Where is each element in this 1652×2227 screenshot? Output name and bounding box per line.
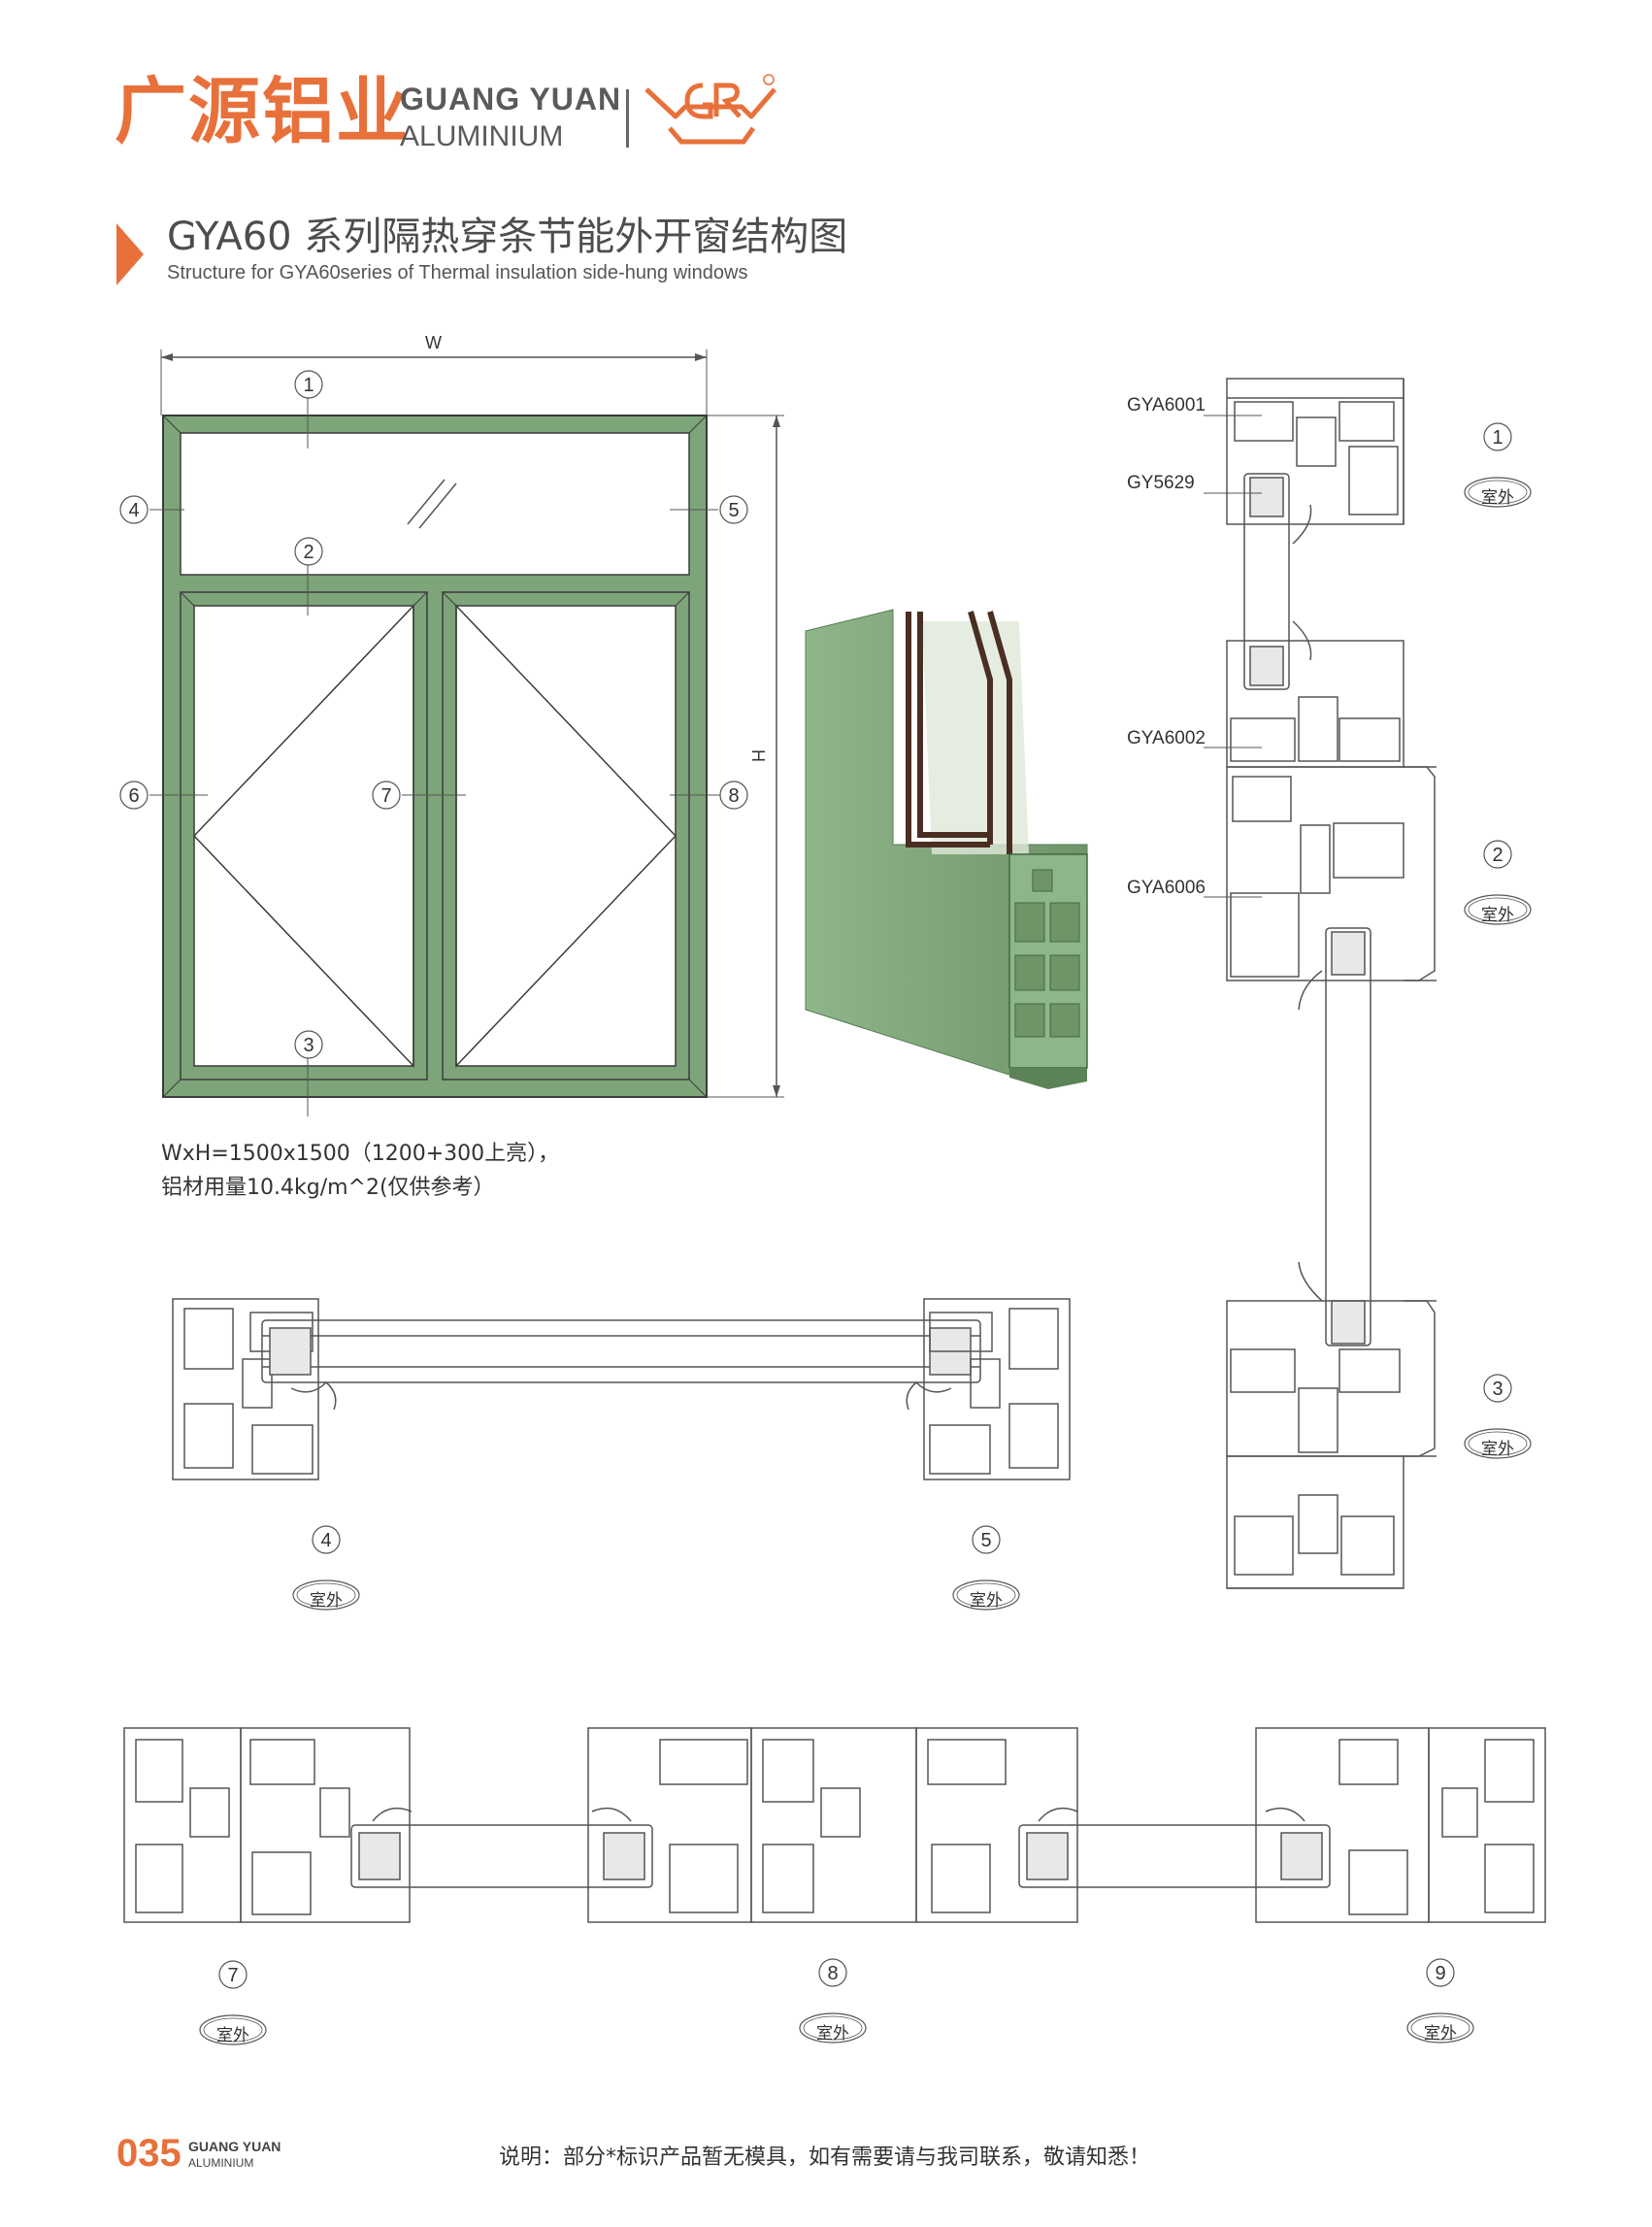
outside-badge-8: 室外 <box>798 2011 868 2044</box>
callout-8: 8 <box>718 780 749 815</box>
outside-badge-9: 室外 <box>1405 2011 1475 2044</box>
callout-5: 5 <box>718 494 749 530</box>
section-callout-1: 1 <box>1482 421 1513 457</box>
page-subtitle: Structure for GYA60series of Thermal ins… <box>167 262 748 283</box>
callout-6: 6 <box>118 780 149 815</box>
model-label-gya6001: GYA6001 <box>1127 395 1206 415</box>
horizontal-section-bottom-diagram <box>123 1727 1546 1923</box>
outside-badge-7: 室外 <box>198 2013 268 2046</box>
outside-badge-3: 室外 <box>1463 1427 1533 1460</box>
spec-material-usage: 铝材用量10.4kg/m^2(仅供参考） <box>161 1176 495 1200</box>
outside-badge-1: 室外 <box>1463 476 1533 509</box>
callout-7: 7 <box>371 780 402 815</box>
footer-brand-line2: ALUMINIUM <box>188 2156 254 2170</box>
section-callout-7: 7 <box>217 1959 248 1995</box>
section-callout-4: 4 <box>311 1524 342 1560</box>
model-label-gya6002: GYA6002 <box>1127 728 1206 748</box>
model-label-gy5629: GY5629 <box>1127 473 1195 493</box>
footer-note: 说明：部分*标识产品暂无模具，如有需要请与我司联系，敬请知悉！ <box>499 2145 1151 2170</box>
section-callout-5: 5 <box>971 1524 1002 1560</box>
brand-separator <box>626 89 629 148</box>
page-number: 035 <box>116 2132 182 2175</box>
callout-2: 2 <box>293 536 324 572</box>
page-title: GYA60 系列隔热穿条节能外开窗结构图 <box>167 215 848 259</box>
vertical-section-diagram <box>1204 378 1437 1589</box>
section-callout-3: 3 <box>1482 1373 1513 1409</box>
outside-badge-5: 室外 <box>951 1579 1021 1612</box>
width-dimension-label: W <box>425 333 442 352</box>
height-dimension-label: H <box>748 749 768 762</box>
outside-badge-4: 室外 <box>291 1579 361 1612</box>
window-elevation-diagram <box>149 349 784 1116</box>
corner-profile-render <box>805 609 1088 1089</box>
brand-chinese-name: 广源铝业 <box>115 70 410 153</box>
gr-logo-icon <box>644 74 776 145</box>
callout-1: 1 <box>293 369 324 405</box>
title-marker-icon <box>116 223 144 285</box>
section-callout-8: 8 <box>817 1957 848 1993</box>
section-callout-9: 9 <box>1425 1957 1456 1993</box>
outside-badge-2: 室外 <box>1463 893 1533 926</box>
brand-english-line2: ALUMINIUM <box>400 120 564 152</box>
model-label-gya6006: GYA6006 <box>1127 878 1206 898</box>
footer-brand-line1: GUANG YUAN <box>188 2139 281 2154</box>
spec-dimensions: WxH=1500x1500（1200+300上亮）， <box>161 1142 560 1166</box>
section-callout-2: 2 <box>1482 839 1513 875</box>
brand-english-line1: GUANG YUAN <box>400 82 622 116</box>
callout-3: 3 <box>293 1029 324 1065</box>
horizontal-section-top-diagram <box>172 1298 1071 1480</box>
callout-4: 4 <box>118 494 149 530</box>
